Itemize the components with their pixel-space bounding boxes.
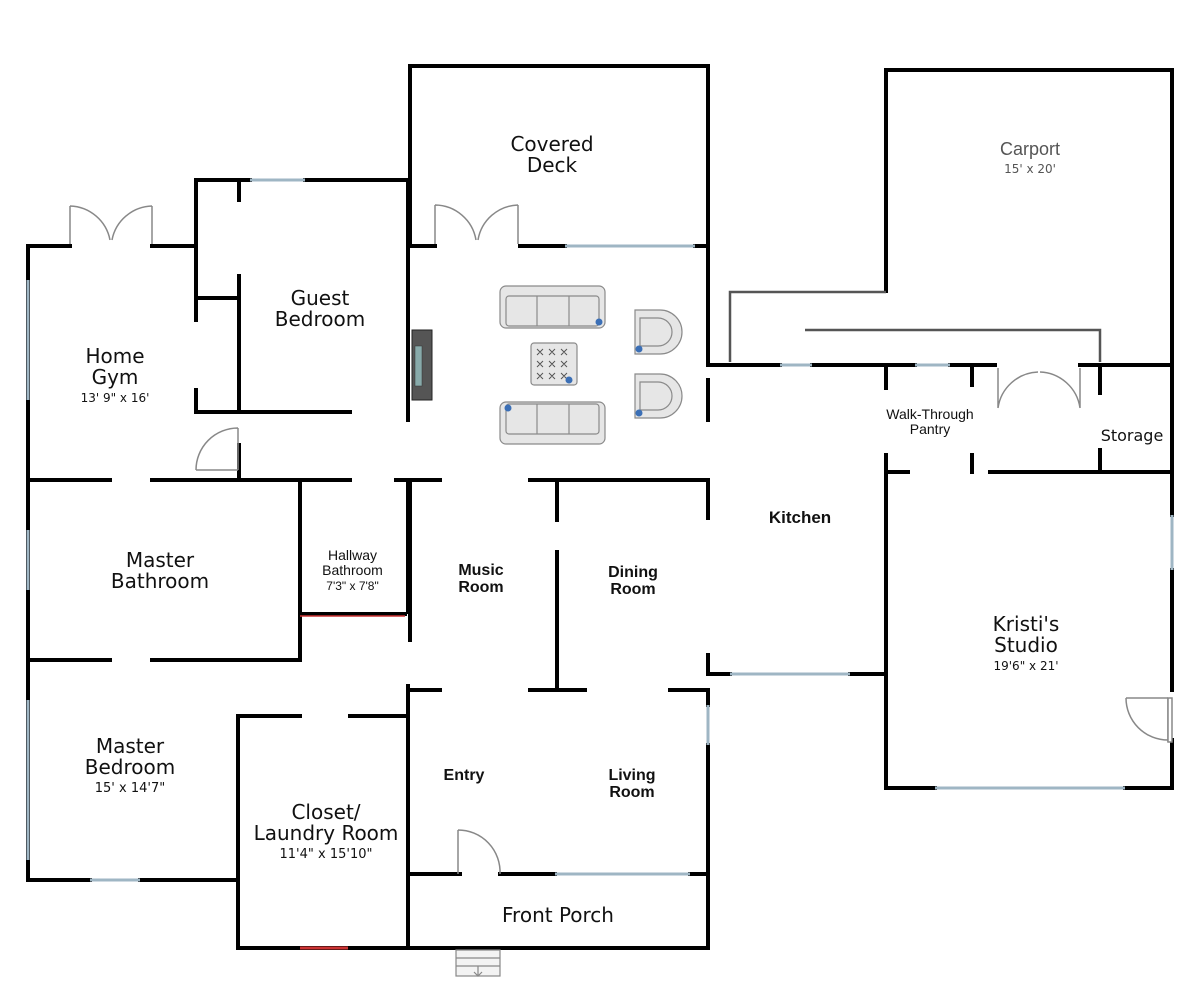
master-bedroom-label: Master Bedroom 15' x 14'7" <box>84 734 176 796</box>
entry-label: Entry <box>443 767 485 784</box>
master-bathroom-label: Master Bathroom <box>110 548 210 593</box>
furniture <box>499 285 683 445</box>
covered-deck-label: Covered Deck <box>510 132 594 177</box>
sofa-icon <box>499 401 606 445</box>
coffee-table-icon <box>530 342 578 386</box>
walls <box>26 64 1174 950</box>
home-gym-label: Home Gym 13' 9" x 16' <box>80 344 150 405</box>
carport-label: Carport 15' x 20' <box>999 139 1061 176</box>
living-room-label: Living Room <box>608 767 656 801</box>
carport-edges <box>728 290 1102 362</box>
sofa-icon <box>499 285 606 329</box>
fireplace-icon <box>411 329 433 401</box>
kitchen-label: Kitchen <box>768 508 832 527</box>
closet-laundry-label: Closet/ Laundry Room 11'4" x 15'10" <box>253 800 399 862</box>
armchair-icon <box>634 373 683 419</box>
walk-through-pantry-label: Walk-Through Pantry <box>886 406 974 437</box>
music-room-label: Music Room <box>458 562 504 596</box>
storage-label: Storage <box>1100 426 1164 445</box>
front-porch-label: Front Porch <box>502 903 614 927</box>
doors <box>69 204 1173 875</box>
guest-bedroom-label: Guest Bedroom <box>274 286 366 331</box>
dining-room-label: Dining Room <box>608 564 658 598</box>
kristis-studio-label: Kristi's Studio 19'6" x 21' <box>992 612 1060 673</box>
front-steps-icon <box>455 949 501 977</box>
hallway-bathroom-label: Hallway Bathroom 7'3" x 7'8" <box>322 547 383 594</box>
windows <box>26 178 1174 882</box>
armchair-icon <box>634 309 683 355</box>
